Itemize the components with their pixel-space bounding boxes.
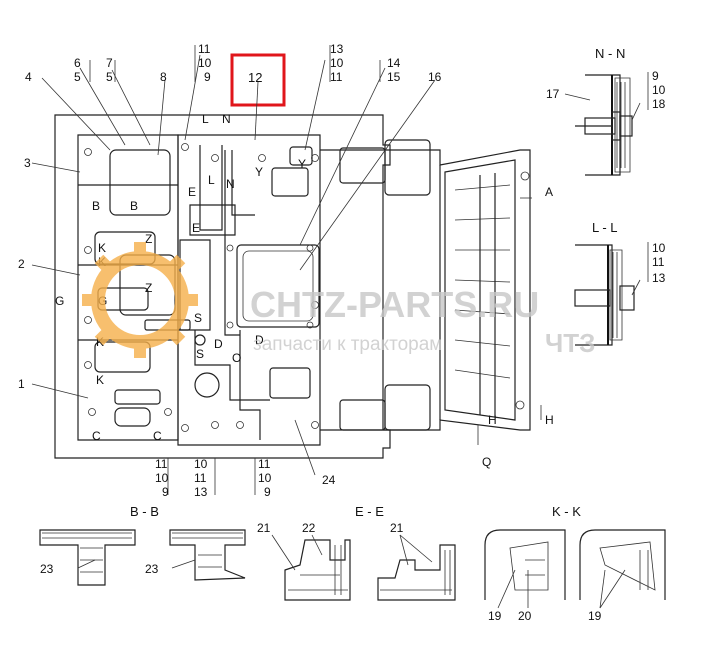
label-8: 8 bbox=[160, 70, 167, 84]
label-18: 18 bbox=[652, 97, 666, 111]
label-t13: 13 bbox=[330, 42, 344, 56]
cut-o: O bbox=[232, 351, 241, 365]
cut-z1: Z bbox=[145, 232, 152, 246]
part-labels: 1 2 3 4 6 5 7 5 8 11 10 9 12 13 10 11 14… bbox=[18, 42, 666, 623]
label-nn10: 10 bbox=[652, 83, 666, 97]
label-b9c: 9 bbox=[264, 485, 271, 499]
cut-s2: S bbox=[196, 347, 204, 361]
cut-b1: B bbox=[92, 199, 100, 213]
label-ee21a: 21 bbox=[257, 521, 271, 535]
watermark-subtitle: запчасти к тракторам bbox=[253, 334, 442, 355]
gear-icon bbox=[82, 242, 198, 358]
label-ll10: 10 bbox=[652, 241, 666, 255]
label-t11: 11 bbox=[198, 42, 211, 56]
watermark: CHTZ-PARTS.RU запчасти к тракторам ЧТЗ bbox=[82, 242, 595, 358]
label-12: 12 bbox=[248, 70, 262, 85]
cut-n1: N bbox=[222, 112, 231, 126]
cut-e1: E bbox=[188, 185, 196, 199]
label-kk20: 20 bbox=[518, 609, 532, 623]
highlight-box-12 bbox=[230, 53, 286, 107]
cut-a: A bbox=[545, 185, 553, 199]
brackets bbox=[89, 45, 649, 495]
leader-lines bbox=[31, 54, 641, 609]
label-16: 16 bbox=[428, 70, 442, 84]
label-6: 6 bbox=[74, 56, 81, 70]
section-title-bb: B - B bbox=[130, 504, 159, 519]
cut-e2: E bbox=[192, 221, 200, 235]
cut-d2: D bbox=[255, 333, 264, 347]
label-ll11: 11 bbox=[652, 255, 665, 269]
label-5b: 5 bbox=[106, 70, 113, 84]
cut-s1: S bbox=[194, 311, 202, 325]
label-24: 24 bbox=[322, 473, 336, 487]
label-b13b: 13 bbox=[194, 485, 208, 499]
section-title-kk: K - K bbox=[552, 504, 581, 519]
label-ee22: 22 bbox=[302, 521, 316, 535]
detail-l-l bbox=[574, 244, 635, 346]
cut-z2: Z bbox=[145, 281, 152, 295]
cut-h1: H bbox=[488, 413, 497, 427]
cut-k1: K bbox=[98, 241, 106, 255]
detail-n-n bbox=[575, 74, 633, 176]
cut-k4: K bbox=[96, 373, 104, 387]
watermark-brand: ЧТЗ bbox=[545, 328, 595, 358]
label-b10a: 10 bbox=[155, 471, 169, 485]
label-t10: 10 bbox=[198, 56, 212, 70]
section-e-e bbox=[284, 539, 456, 601]
label-ee21b: 21 bbox=[390, 521, 404, 535]
label-1: 1 bbox=[18, 377, 25, 391]
label-b11b: 11 bbox=[194, 471, 207, 485]
label-b10b: 10 bbox=[194, 457, 208, 471]
label-kk19b: 19 bbox=[588, 609, 602, 623]
label-kk19a: 19 bbox=[488, 609, 502, 623]
cut-y2: Y bbox=[298, 157, 306, 171]
section-b-b bbox=[39, 529, 246, 586]
label-7: 7 bbox=[106, 56, 113, 70]
label-t11b: 11 bbox=[330, 70, 343, 84]
section-title-ll: L - L bbox=[592, 220, 618, 235]
label-14: 14 bbox=[387, 56, 401, 70]
cut-n2: N bbox=[226, 177, 235, 191]
cut-c1: C bbox=[92, 429, 101, 443]
label-nn9: 9 bbox=[652, 69, 659, 83]
label-17: 17 bbox=[546, 87, 560, 101]
cut-h2: H bbox=[545, 413, 554, 427]
cut-l2: L bbox=[208, 173, 215, 187]
cut-b2: B bbox=[130, 199, 138, 213]
watermark-title: CHTZ-PARTS.RU bbox=[250, 284, 539, 325]
label-b10c: 10 bbox=[258, 471, 272, 485]
label-ll13: 13 bbox=[652, 271, 666, 285]
section-title-ee: E - E bbox=[355, 504, 384, 519]
label-2: 2 bbox=[18, 257, 25, 271]
label-5a: 5 bbox=[74, 70, 81, 84]
label-3: 3 bbox=[24, 156, 31, 170]
cut-c2: C bbox=[153, 429, 162, 443]
label-b11c: 11 bbox=[258, 457, 271, 471]
cut-d1: D bbox=[214, 337, 223, 351]
label-t10b: 10 bbox=[330, 56, 344, 70]
section-title-nn: N - N bbox=[595, 46, 625, 61]
label-b9a: 9 bbox=[162, 485, 169, 499]
cut-l1: L bbox=[202, 112, 209, 126]
label-t9: 9 bbox=[204, 70, 211, 84]
cut-y1: Y bbox=[255, 165, 263, 179]
section-k-k bbox=[484, 529, 666, 600]
cut-g1: G bbox=[55, 294, 64, 308]
label-bb23b: 23 bbox=[145, 562, 159, 576]
section-titles: N - N L - L B - B E - E K - K bbox=[130, 46, 625, 519]
label-b11a: 11 bbox=[155, 457, 168, 471]
cut-q: Q bbox=[482, 455, 491, 469]
label-bb23a: 23 bbox=[40, 562, 54, 576]
label-4: 4 bbox=[25, 70, 32, 84]
label-15: 15 bbox=[387, 70, 401, 84]
